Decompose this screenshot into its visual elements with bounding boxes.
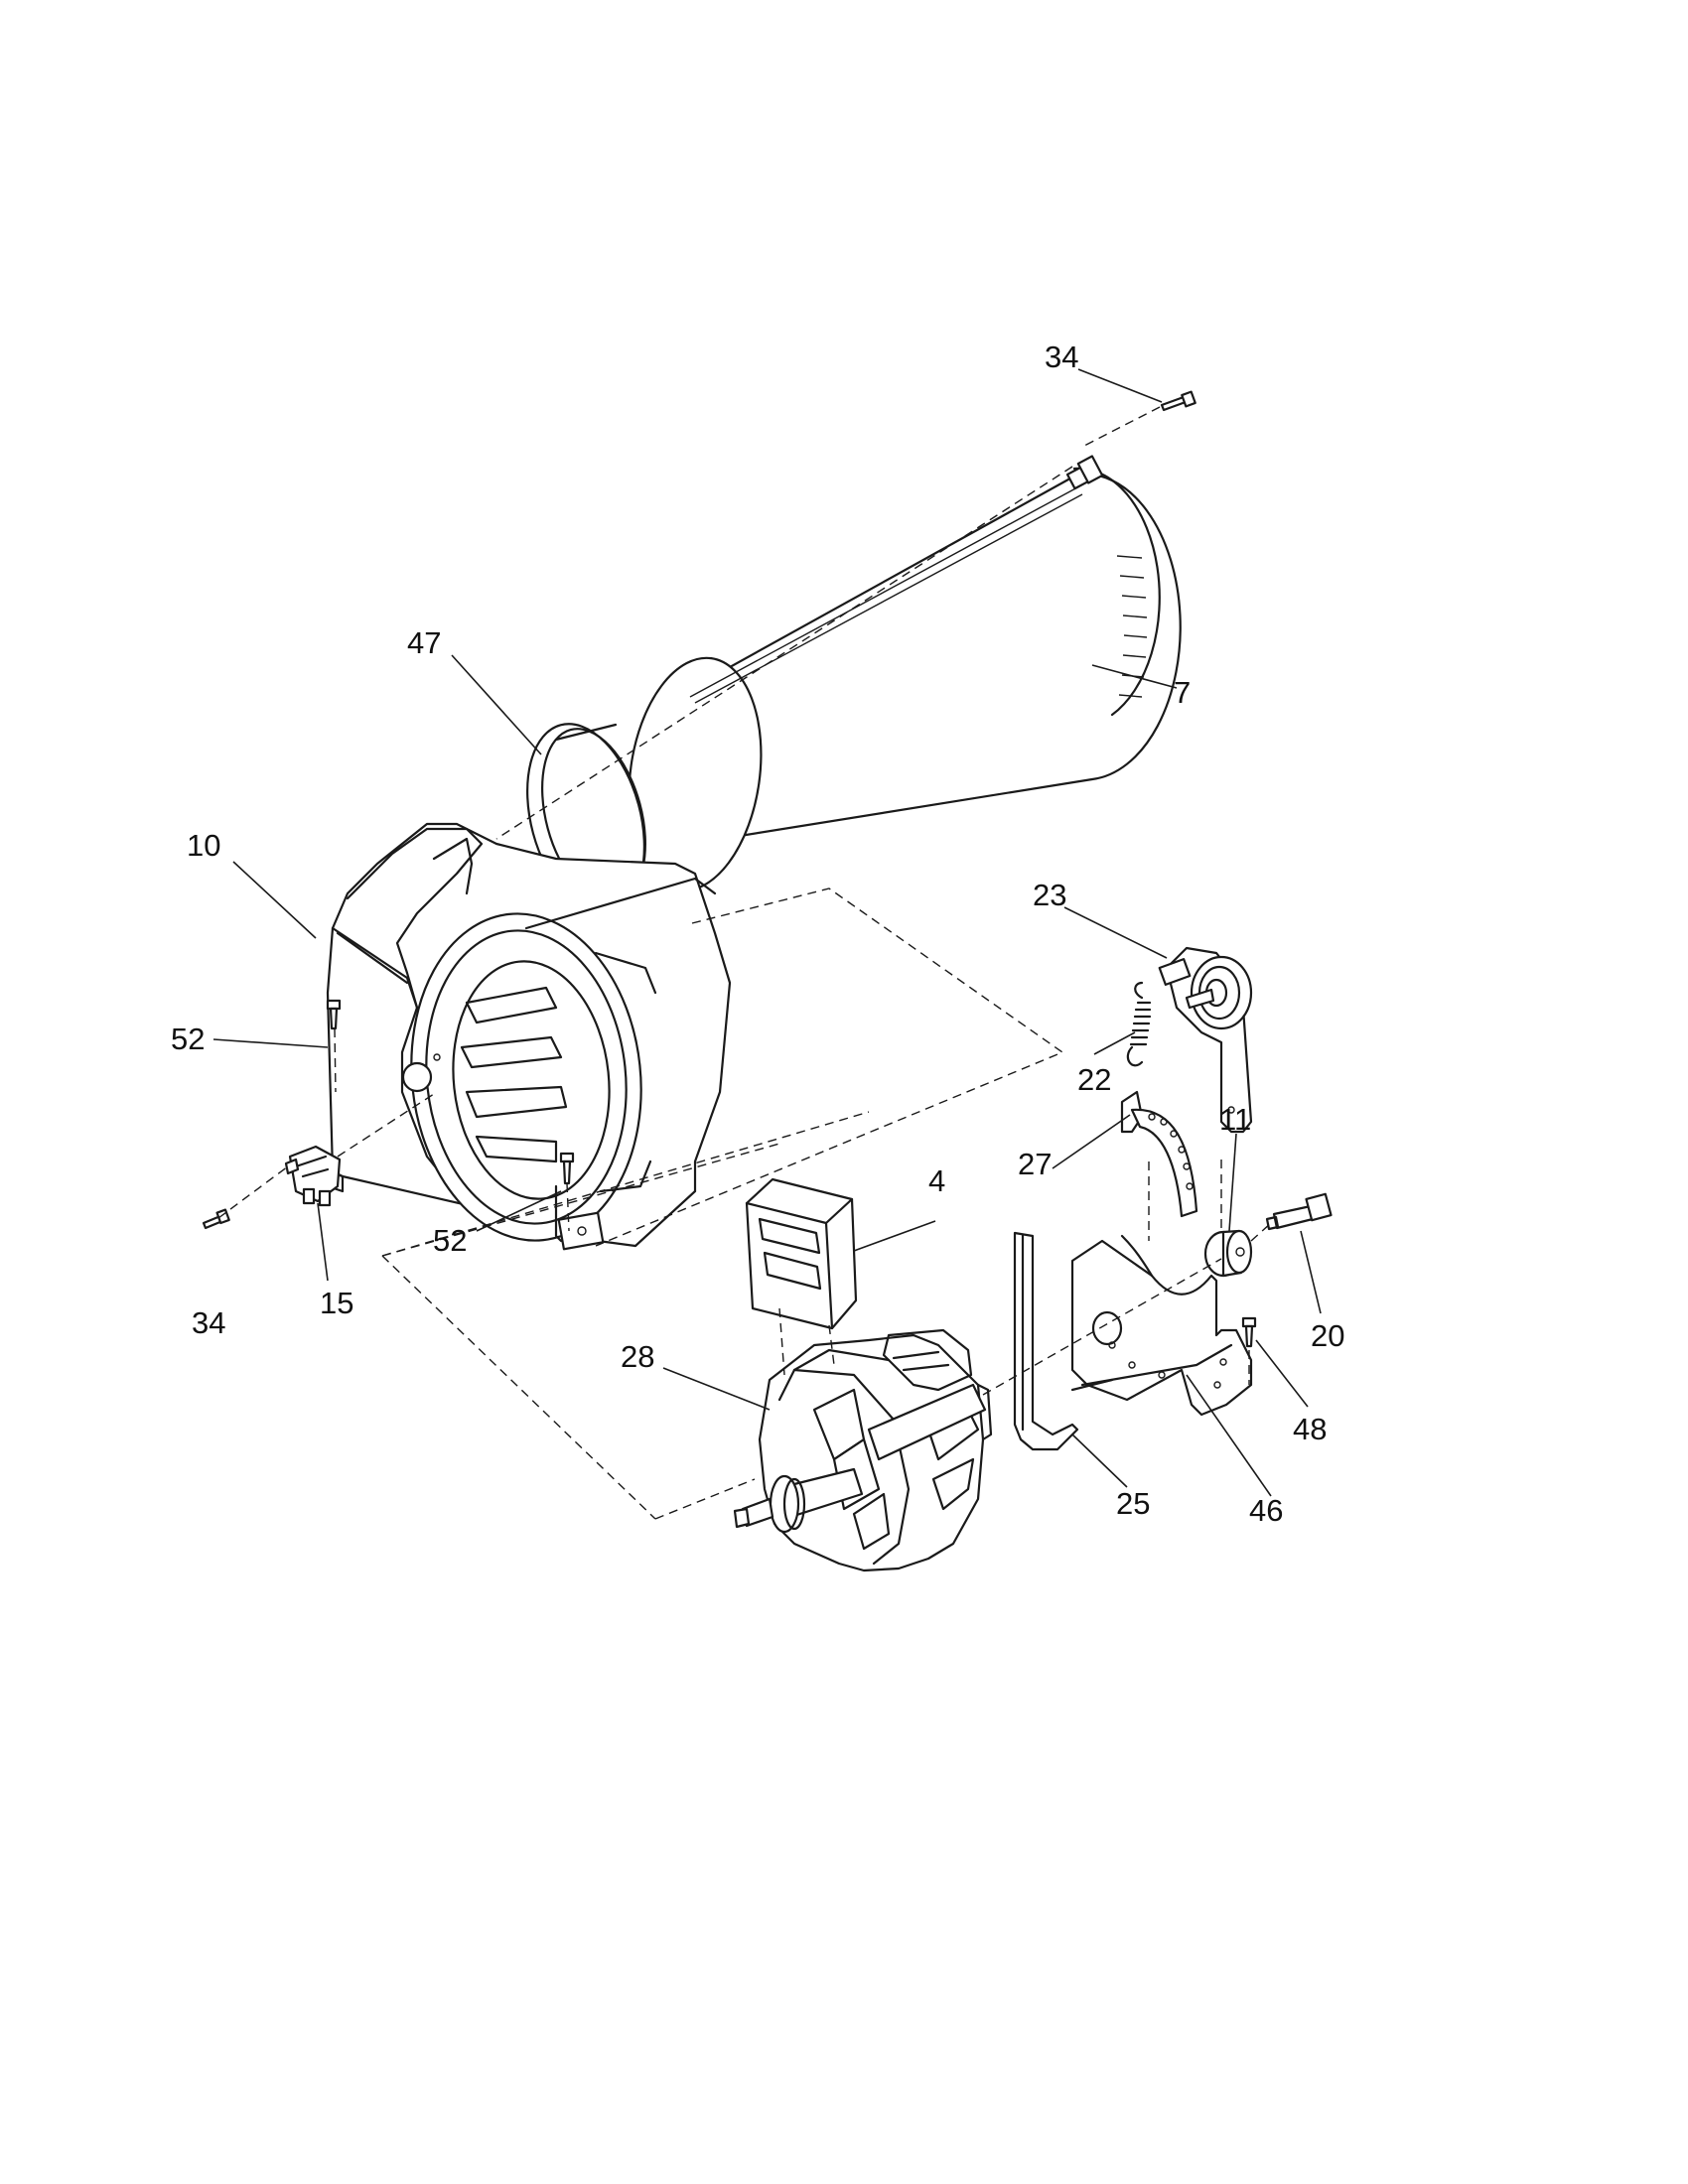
callout-34-top: 34 (1045, 340, 1078, 374)
callout-15: 15 (320, 1286, 353, 1320)
callout-52-lower: 52 (433, 1223, 467, 1258)
callout-47: 47 (407, 625, 441, 660)
callout-10: 10 (187, 828, 220, 863)
blower-seal (745, 1177, 858, 1330)
leader-lines (212, 368, 1322, 1497)
callout-52-upper: 52 (171, 1022, 205, 1056)
drain-tube (1013, 1231, 1079, 1451)
callout-4: 4 (928, 1163, 945, 1198)
drive-motor (733, 1328, 993, 1572)
callout-22: 22 (1077, 1062, 1111, 1097)
callout-labels: 34 7 47 10 23 52 22 27 11 4 20 52 34 15 … (171, 340, 1344, 1528)
screw-48 (1241, 1316, 1257, 1348)
callout-27: 27 (1018, 1147, 1052, 1181)
callout-11: 11 (1219, 1102, 1251, 1137)
callout-25: 25 (1116, 1486, 1150, 1521)
idler-wheel (1203, 1229, 1253, 1278)
callout-48: 48 (1293, 1412, 1327, 1446)
alignment-lines (217, 406, 1272, 1520)
idler-pulley-assembly (1158, 946, 1253, 1134)
idler-spring (1126, 981, 1152, 1067)
callout-23: 23 (1033, 878, 1066, 912)
callout-46: 46 (1249, 1493, 1283, 1528)
callout-34-lower: 34 (192, 1305, 225, 1340)
callout-28: 28 (621, 1339, 654, 1374)
door-switch (284, 1145, 342, 1207)
screw-34-lower (202, 1208, 230, 1230)
blower-housing (326, 822, 732, 1251)
screw-52-upper (326, 999, 342, 1030)
belt-switch-clip (1120, 1090, 1198, 1218)
screw-52-lower (559, 1152, 575, 1185)
shoulder-bolt (1265, 1192, 1333, 1231)
callout-7: 7 (1174, 675, 1191, 710)
screw-34-top (1160, 390, 1196, 412)
exhaust-duct (628, 455, 1182, 892)
motor-bracket (1070, 1234, 1253, 1417)
callout-20: 20 (1311, 1318, 1344, 1353)
